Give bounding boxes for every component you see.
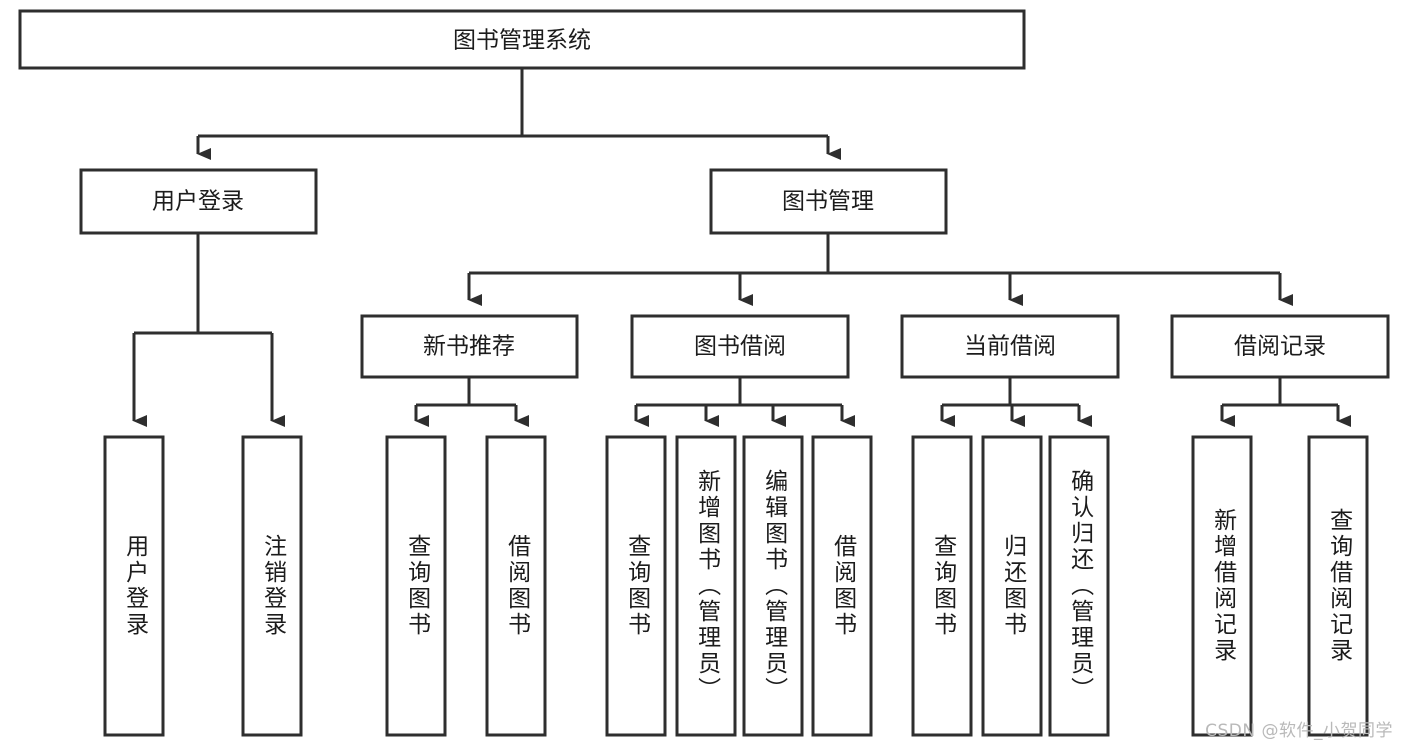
node-new-book-recommend-label: 新书推荐 (423, 334, 515, 360)
node-borrow-record-label: 借阅记录 (1234, 334, 1326, 360)
node-leaf-user-logout-box[interactable] (241, 435, 303, 737)
node-leaf-add-book-box[interactable] (675, 435, 737, 737)
connector-user-login-bus (134, 233, 272, 335)
node-new-book-recommend-box[interactable] (360, 314, 579, 379)
connector-layer (132, 68, 1351, 427)
node-root-label: 图书管理系统 (453, 28, 591, 54)
connector-current-borrow-bus (942, 377, 1079, 407)
node-leaf-query-record-box[interactable] (1307, 435, 1369, 737)
watermark-text: CSDN @软件_小贺同学 (1205, 721, 1393, 741)
node-leaf-user-login-box[interactable] (103, 435, 165, 737)
node-book-borrow-box[interactable] (630, 314, 850, 379)
node-leaf-query-book-3-box[interactable] (911, 435, 973, 737)
connector-root-bus (198, 68, 828, 138)
node-root-box[interactable] (18, 9, 1026, 70)
node-book-manage-box[interactable] (709, 168, 948, 235)
connector-book-borrow-bus (636, 377, 842, 407)
node-leaf-edit-book-box[interactable] (742, 435, 804, 737)
node-current-borrow-label: 当前借阅 (964, 334, 1056, 360)
node-user-login-box[interactable] (79, 168, 318, 235)
node-current-borrow-box[interactable] (900, 314, 1120, 379)
node-borrow-record-box[interactable] (1170, 314, 1390, 379)
node-leaf-borrow-book-2-box[interactable] (811, 435, 873, 737)
node-leaf-query-book-1-box[interactable] (385, 435, 447, 737)
node-layer: 图书管理系统 用户登录 图书管理 新书推荐 图书借阅 当前借阅 借阅记录 (18, 9, 1390, 737)
node-leaf-confirm-return-box[interactable] (1048, 435, 1110, 737)
node-leaf-query-book-2-box[interactable] (605, 435, 667, 737)
node-book-manage-label: 图书管理 (782, 189, 874, 215)
node-leaf-add-record-box[interactable] (1191, 435, 1253, 737)
node-leaf-return-book-box[interactable] (981, 435, 1043, 737)
connector-borrow-record-bus (1222, 377, 1338, 407)
node-book-borrow-label: 图书借阅 (694, 334, 786, 360)
node-leaf-borrow-book-1-box[interactable] (485, 435, 547, 737)
connector-book-manage-bus (469, 233, 1280, 275)
connector-new-book-recommend-bus (416, 377, 516, 407)
node-user-login-label: 用户登录 (152, 189, 244, 215)
